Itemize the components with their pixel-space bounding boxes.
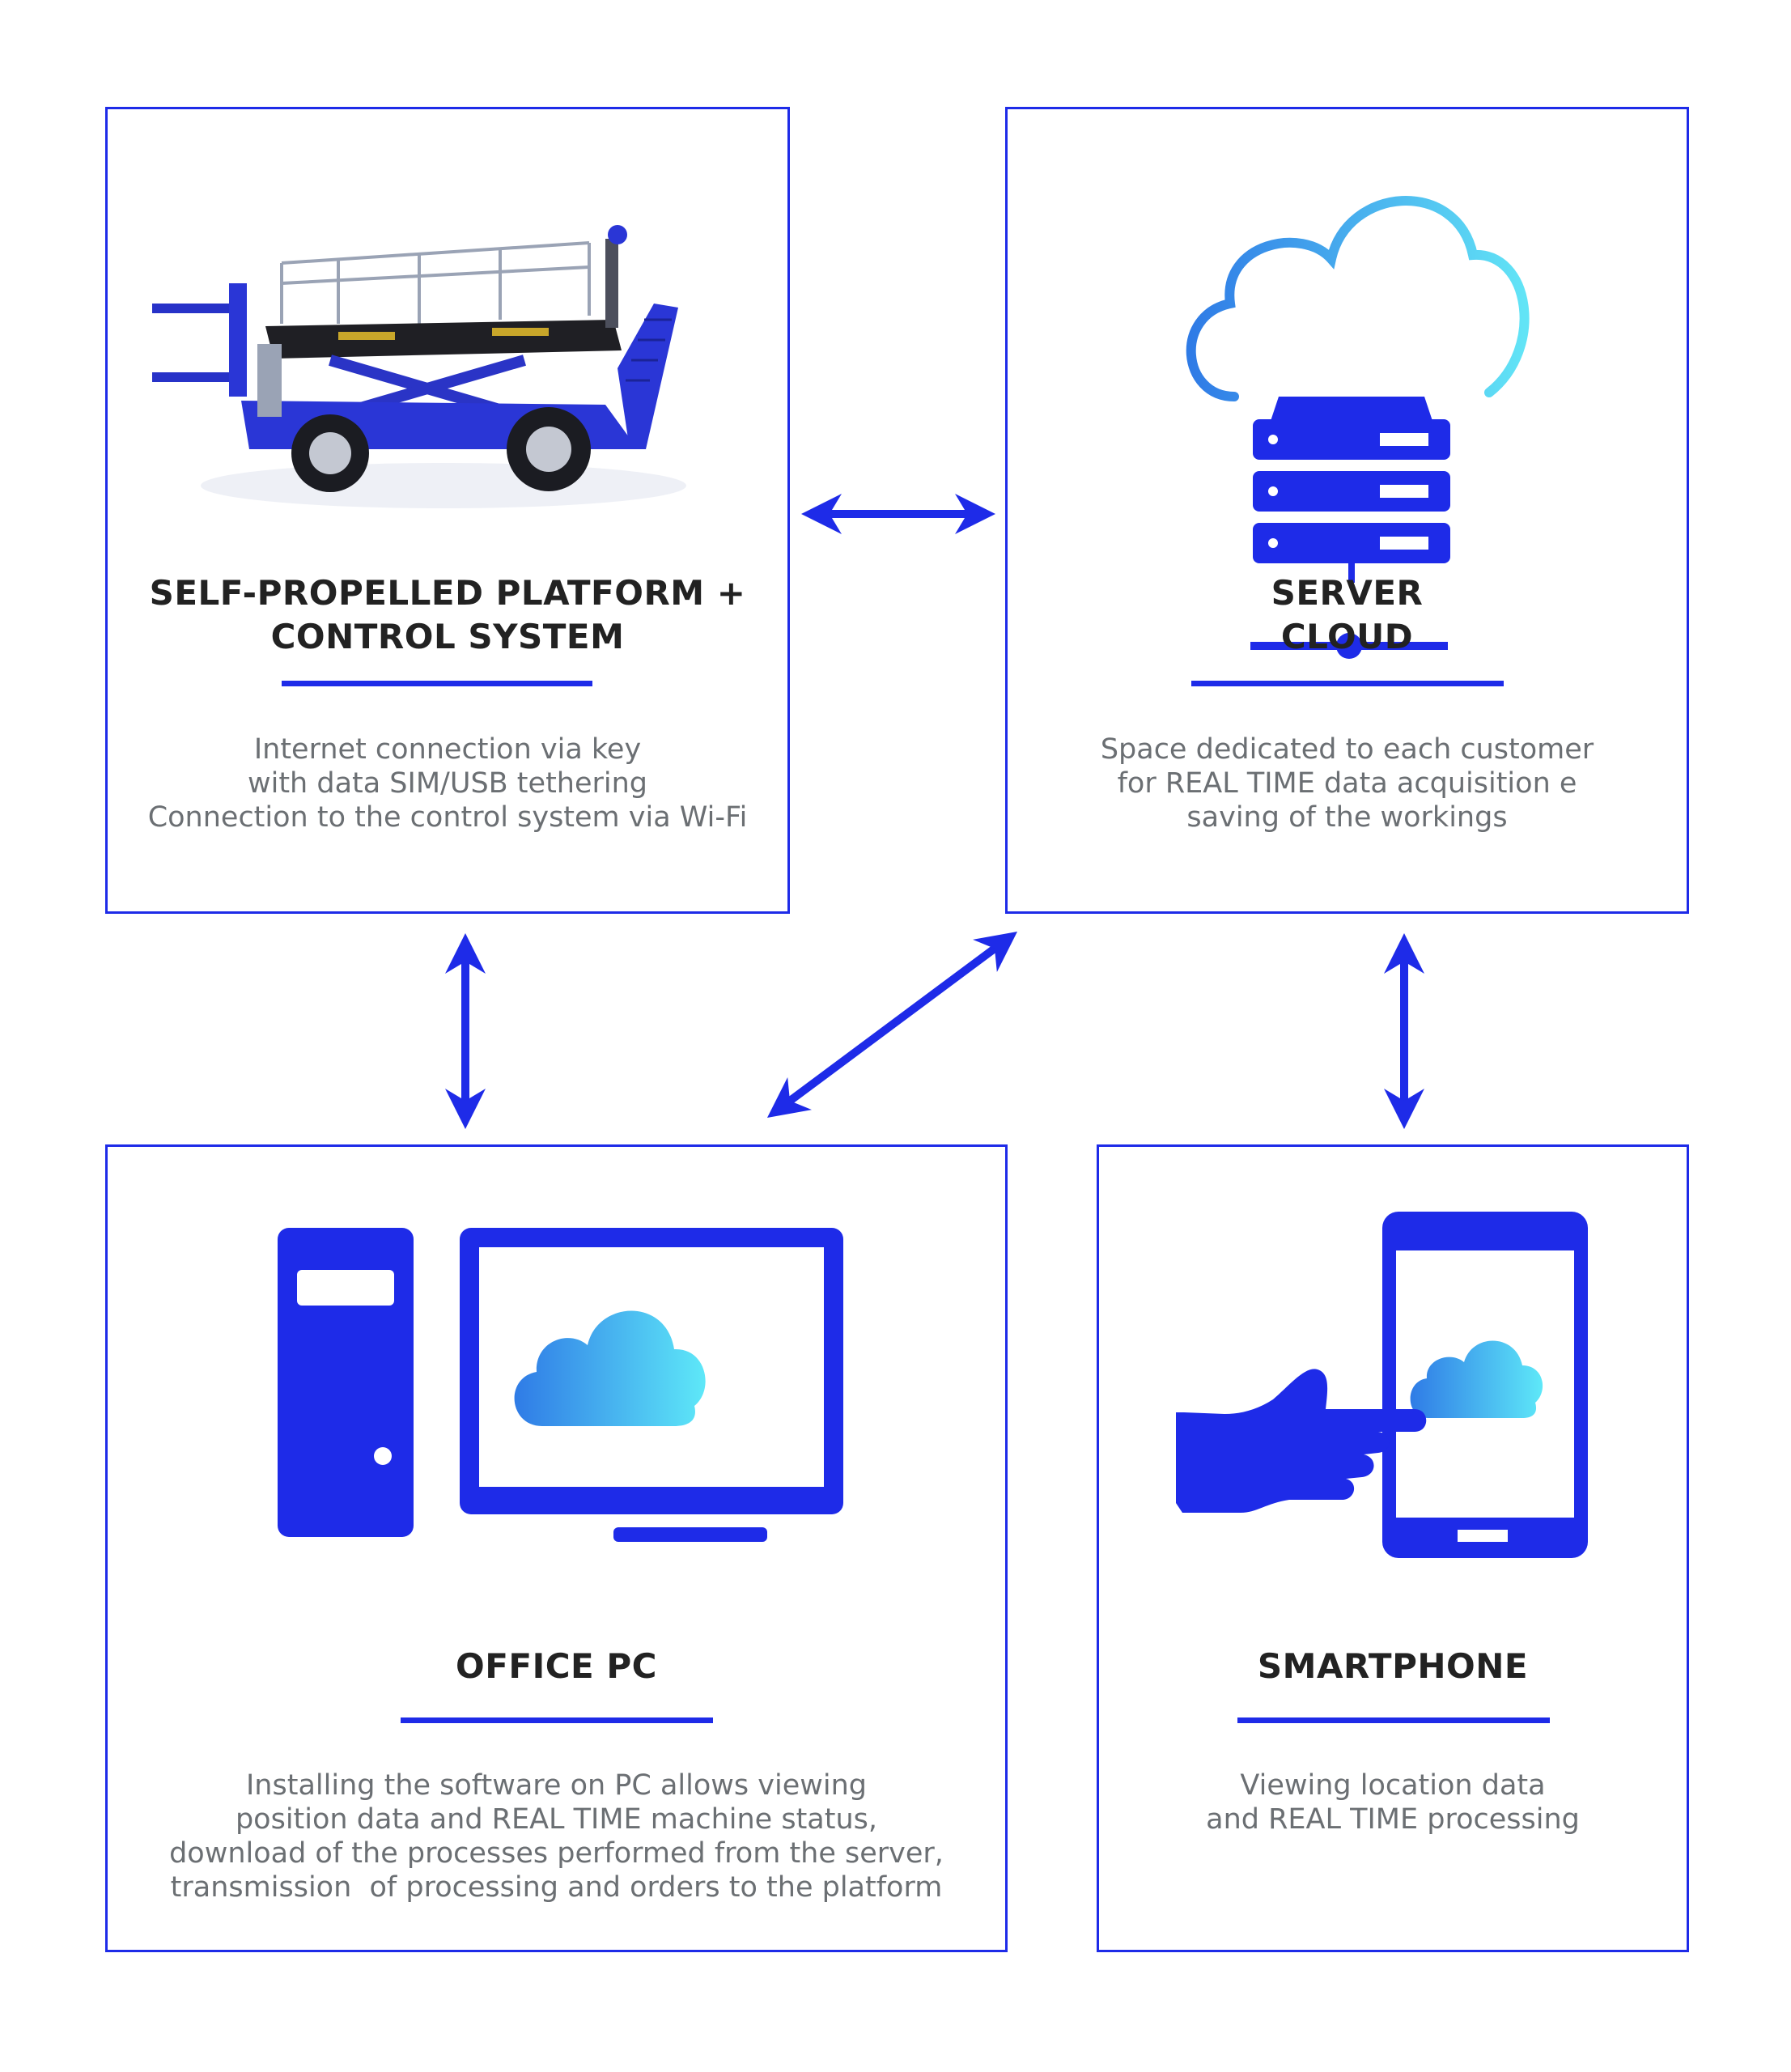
server-desc-line-3: saving of the workings xyxy=(1186,801,1508,834)
server-desc-line-2: for REAL TIME data acquisition e xyxy=(1117,767,1577,800)
platform-description: Internet connection via key with data SI… xyxy=(108,732,787,834)
platform-title-line-2: CONTROL SYSTEM xyxy=(270,617,625,656)
self-propelled-platform-image xyxy=(152,225,686,508)
office-description: Installing the software on PC allows vie… xyxy=(108,1768,1005,1904)
server-desc-line-1: Space dedicated to each customer xyxy=(1100,733,1594,766)
server-title-line-2: CLOUD xyxy=(1280,617,1414,656)
office-box: OFFICE PC Installing the software on PC … xyxy=(105,1144,1008,1952)
server-description: Space dedicated to each customer for REA… xyxy=(1008,732,1687,834)
office-desc-line-1: Installing the software on PC allows vie… xyxy=(245,1769,867,1802)
server-title-line-1: SERVER xyxy=(1271,573,1424,613)
network-base-icon xyxy=(1250,633,1448,659)
server-divider xyxy=(1191,681,1504,686)
desktop-pc-icon xyxy=(278,1228,843,1542)
platform-desc-line-1: Internet connection via key xyxy=(253,733,642,766)
office-desc-line-2: position data and REAL TIME machine stat… xyxy=(235,1803,878,1836)
server-box: SERVER CLOUD Space dedicated to each cus… xyxy=(1005,107,1689,914)
smartphone-description: Viewing location data and REAL TIME proc… xyxy=(1099,1768,1687,1836)
smartphone-desc-line-1: Viewing location data xyxy=(1240,1769,1546,1802)
smartphone-title: SMARTPHONE xyxy=(1099,1645,1687,1688)
smartphone-box: SMARTPHONE Viewing location data and REA… xyxy=(1097,1144,1689,1952)
office-desc-line-4: transmission of processing and orders to… xyxy=(170,1871,943,1904)
server-cloud-icon xyxy=(1186,196,1530,583)
platform-title-line-1: SELF-PROPELLED PLATFORM + xyxy=(149,573,746,613)
platform-box: SELF-PROPELLED PLATFORM + CONTROL SYSTEM… xyxy=(105,107,790,914)
smartphone-title-line-1: SMARTPHONE xyxy=(1257,1646,1529,1686)
smartphone-hand-icon xyxy=(1176,1212,1588,1558)
platform-desc-line-2: with data SIM/USB tethering xyxy=(247,767,648,800)
office-title-line-1: OFFICE PC xyxy=(456,1646,657,1686)
server-title: SERVER CLOUD xyxy=(1008,571,1687,659)
office-desc-line-3: download of the processes performed from… xyxy=(169,1837,944,1870)
platform-title: SELF-PROPELLED PLATFORM + CONTROL SYSTEM xyxy=(108,571,787,659)
platform-divider xyxy=(282,681,592,686)
platform-desc-line-3: Connection to the control system via Wi-… xyxy=(147,801,748,834)
office-title: OFFICE PC xyxy=(108,1645,1005,1688)
office-divider xyxy=(401,1717,713,1723)
smartphone-desc-line-2: and REAL TIME processing xyxy=(1206,1803,1580,1836)
smartphone-divider xyxy=(1237,1717,1550,1723)
arrow-server-office xyxy=(766,932,1018,1118)
